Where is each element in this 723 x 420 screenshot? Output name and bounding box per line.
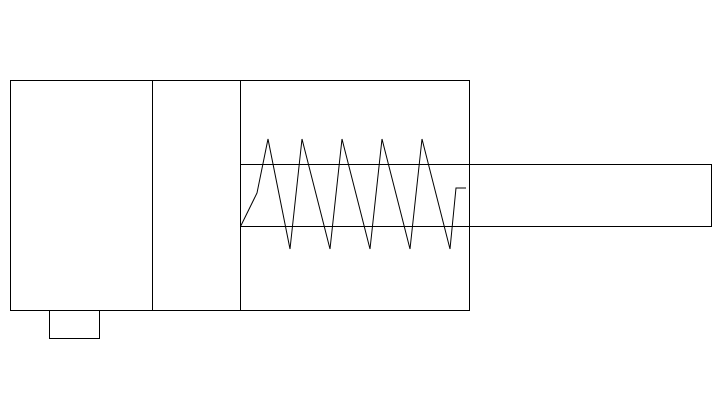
- piston-rod: [240, 164, 712, 227]
- spring: [240, 138, 466, 250]
- cylinder-port: [49, 310, 100, 339]
